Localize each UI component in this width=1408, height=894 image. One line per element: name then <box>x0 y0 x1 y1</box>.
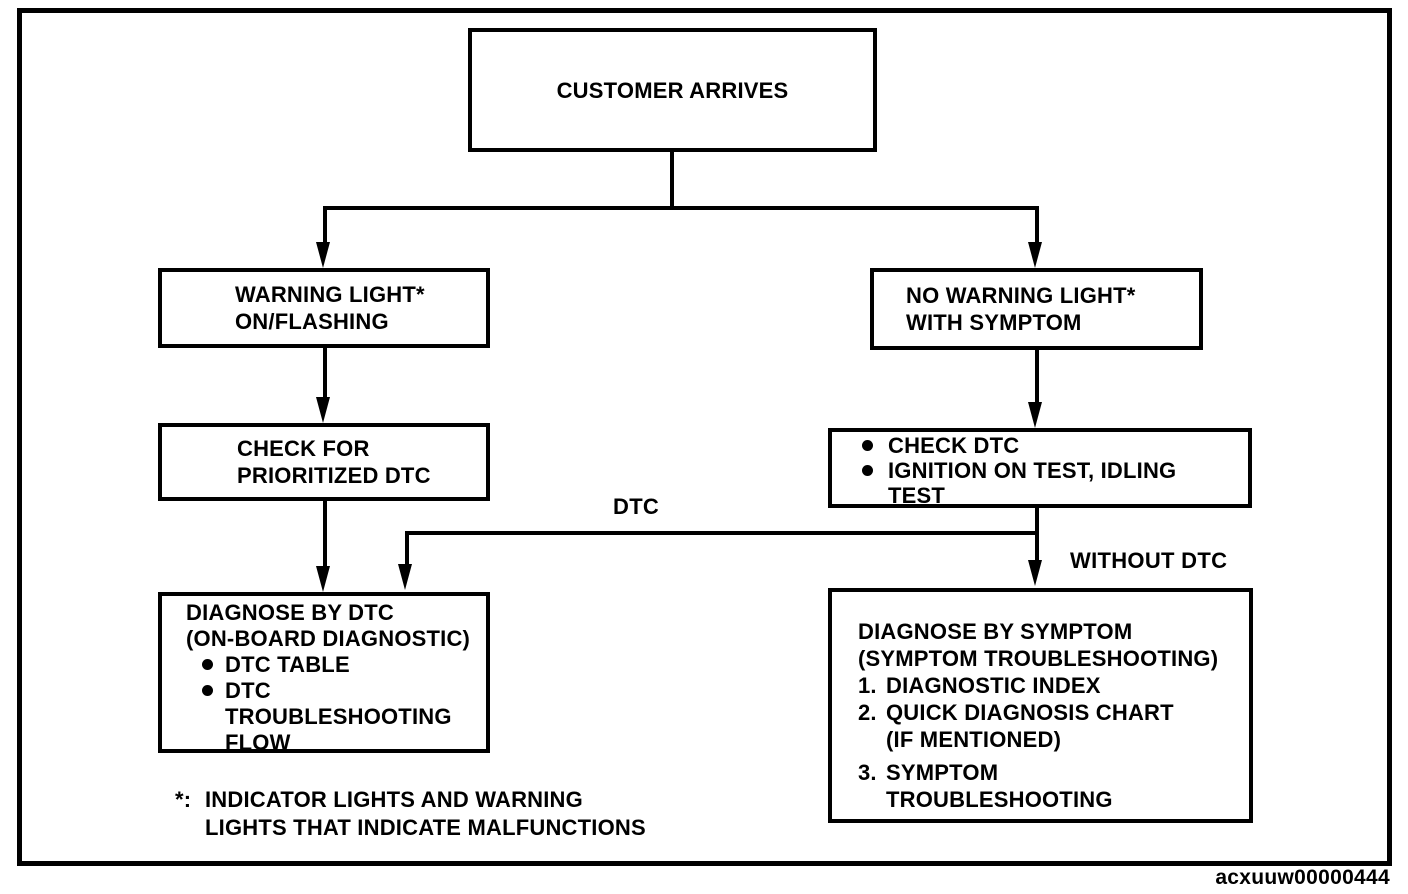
connector-branch-right <box>1035 206 1039 244</box>
symptom-item3-line1: SYMPTOM <box>886 760 999 785</box>
connector-warning-to-check <box>323 345 327 399</box>
node-customer-arrives: CUSTOMER ARRIVES <box>468 28 877 152</box>
footnote: *: INDICATOR LIGHTS AND WARNING LIGHTS T… <box>175 786 646 842</box>
check-dtc-bullet2-line1: IGNITION ON TEST, IDLING <box>888 458 1177 483</box>
numbered-item: 3. SYMPTOM TROUBLESHOOTING <box>858 759 1243 813</box>
footnote-line1: INDICATOR LIGHTS AND WARNING <box>205 787 583 812</box>
bullet-icon <box>202 659 213 670</box>
diagnose-symptom-title1: DIAGNOSE BY SYMPTOM <box>858 619 1133 644</box>
symptom-item2-line1: QUICK DIAGNOSIS CHART <box>886 700 1174 725</box>
node-warning-light: WARNING LIGHT* ON/FLASHING <box>158 268 490 348</box>
symptom-item2-line2: (IF MENTIONED) <box>886 727 1062 752</box>
arrowhead-to-diagnose-dtc <box>316 566 330 592</box>
node-customer-arrives-label: CUSTOMER ARRIVES <box>556 77 789 103</box>
arrowhead-to-no-warning <box>1028 242 1042 268</box>
bullet-item: DTC TABLE <box>202 652 482 678</box>
edge-label-without-dtc: WITHOUT DTC <box>1070 548 1228 573</box>
connector-nowarning-to-check <box>1035 348 1039 404</box>
connector-branch-left <box>323 206 327 244</box>
connector-check-to-diagnose <box>323 499 327 568</box>
node-check-for-prioritized-dtc: CHECK FOR PRIORITIZED DTC <box>158 423 490 501</box>
connector-top-branch <box>323 206 1039 210</box>
edge-label-dtc: DTC <box>613 494 660 519</box>
node-warning-light-line1: WARNING LIGHT* <box>235 282 425 307</box>
item-number: 1. <box>858 673 877 698</box>
node-no-warning-light-line2: WITH SYMPTOM <box>906 310 1082 335</box>
arrowhead-to-diagnose-symptom <box>1028 560 1042 586</box>
diagnose-dtc-bullet2-line1: DTC <box>225 678 271 703</box>
connector-dtc-branch-down <box>405 531 409 566</box>
node-check-dtc-tests: CHECK DTC IGNITION ON TEST, IDLING TEST <box>828 428 1252 508</box>
diagnose-dtc-bullet2-line3: FLOW <box>225 730 291 755</box>
bullet-icon <box>202 685 213 696</box>
node-no-warning-light-line1: NO WARNING LIGHT* <box>906 283 1136 308</box>
numbered-item: 2. QUICK DIAGNOSIS CHART (IF MENTIONED) <box>858 699 1243 753</box>
bullet-icon <box>862 465 873 476</box>
diagnose-symptom-title2: (SYMPTOM TROUBLESHOOTING) <box>858 646 1219 671</box>
arrowhead-to-warning-light <box>316 242 330 268</box>
node-check-for-line2: PRIORITIZED DTC <box>237 463 431 488</box>
bullet-item: IGNITION ON TEST, IDLING TEST <box>862 458 1242 508</box>
page-border <box>17 8 1392 866</box>
node-warning-light-line2: ON/FLASHING <box>235 309 389 334</box>
connector-customer-down <box>670 150 674 210</box>
check-dtc-bullet2-line2: TEST <box>888 483 946 508</box>
arrowhead-to-check-dtc <box>1028 402 1042 428</box>
symptom-item3-line2: TROUBLESHOOTING <box>886 787 1113 812</box>
check-dtc-bullet1: CHECK DTC <box>888 433 1020 458</box>
node-diagnose-by-symptom: DIAGNOSE BY SYMPTOM (SYMPTOM TROUBLESHOO… <box>828 588 1253 823</box>
arrowhead-dtc-to-diagnose-dtc <box>398 564 412 590</box>
bullet-item: DTC TROUBLESHOOTING FLOW <box>202 678 482 756</box>
connector-dtc-branch <box>405 531 1039 535</box>
footnote-asterisk-marker: *: <box>175 787 192 812</box>
node-no-warning-light: NO WARNING LIGHT* WITH SYMPTOM <box>870 268 1203 350</box>
arrowhead-to-check-for-dtc <box>316 397 330 423</box>
node-check-for-line1: CHECK FOR <box>237 436 370 461</box>
node-diagnose-by-dtc: DIAGNOSE BY DTC (ON-BOARD DIAGNOSTIC) DT… <box>158 592 490 756</box>
footnote-line2: LIGHTS THAT INDICATE MALFUNCTIONS <box>205 815 646 840</box>
figure-code-watermark: acxuuw00000444 <box>1215 866 1390 889</box>
symptom-item1-line1: DIAGNOSTIC INDEX <box>886 673 1101 698</box>
diagnose-dtc-bullet1: DTC TABLE <box>225 652 350 677</box>
bullet-icon <box>862 440 873 451</box>
diagnose-dtc-title2: (ON-BOARD DIAGNOSTIC) <box>186 626 471 651</box>
numbered-item: 1. DIAGNOSTIC INDEX <box>858 672 1243 699</box>
item-number: 2. <box>858 700 877 725</box>
item-number: 3. <box>858 760 877 785</box>
diagnose-dtc-title1: DIAGNOSE BY DTC <box>186 600 394 625</box>
diagnose-dtc-bullet2-line2: TROUBLESHOOTING <box>225 704 452 729</box>
bullet-item: CHECK DTC <box>862 433 1242 458</box>
